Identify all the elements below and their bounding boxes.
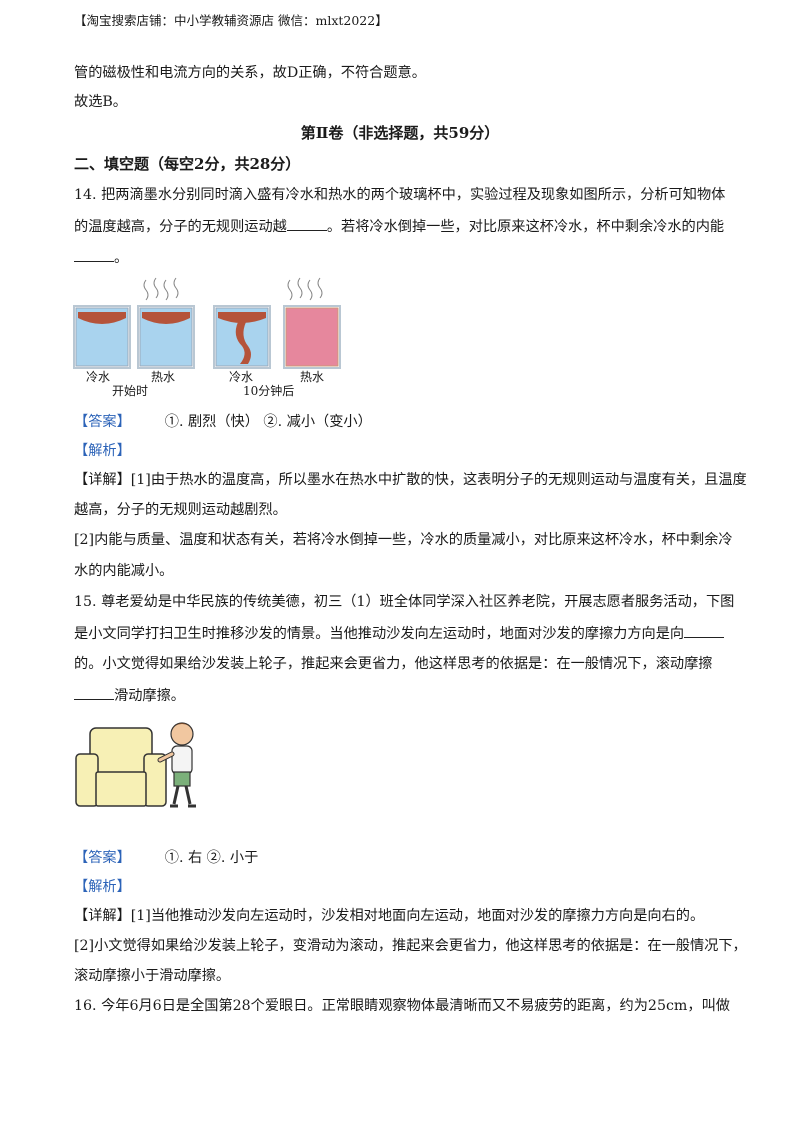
q14-answer: 【答案】 ①. 剧烈（快） ②. 减小（变小） <box>74 412 372 432</box>
caption-start: 开始时 <box>112 384 149 398</box>
answer-text: ①. 剧烈（快） ②. 减小（变小） <box>164 414 372 430</box>
answer-tag: 【答案】 <box>74 414 131 430</box>
section-title: 第Ⅱ卷（非选择题，共59分） <box>300 124 500 142</box>
q15-line-4-text: 滑动摩擦。 <box>114 688 185 704</box>
page-header: 【淘宝搜索店铺：中小学教辅资源店 微信：mlxt2022】 <box>74 13 388 28</box>
q15-line-2-text: 是小文同学打扫卫生时推移沙发的情景。当他推动沙发向左运动时，地面对沙发的摩擦力方… <box>74 626 685 642</box>
answer-text: ①. 右 ②. 小于 <box>164 850 259 866</box>
q15-detail-3: 滚动摩擦小于滑动摩擦。 <box>74 968 231 984</box>
q14-line-3: 。 <box>74 247 128 268</box>
carry-line-1: 管的磁极性和电流方向的关系，故D正确，不符合题意。 <box>74 65 426 81</box>
carry-line-2: 故选B。 <box>74 94 127 110</box>
q15-line-1: 15. 尊老爱幼是中华民族的传统美德，初三（1）班全体同学深入社区养老院，开展志… <box>74 594 735 610</box>
boy-icon <box>157 722 196 808</box>
caption-hot-start: 热水 <box>151 370 176 384</box>
caption-cold-start: 冷水 <box>86 370 111 384</box>
q14-line-2b: 。若将冷水倒掉一些，对比原来这杯冷水，杯中剩余冷水的内能 <box>326 219 725 235</box>
q16-line-1: 16. 今年6月6日是全国第28个爱眼日。正常眼睛观察物体最清晰而又不易疲劳的距… <box>74 998 730 1014</box>
ink-diffusion-figure <box>73 277 341 369</box>
part-title: 二、填空题（每空2分，共28分） <box>74 155 301 173</box>
sofa-icon <box>75 727 167 807</box>
q15-analysis-tag: 【解析】 <box>74 879 131 895</box>
caption-hot-after: 热水 <box>300 370 325 384</box>
steam-icon <box>287 277 323 301</box>
beaker-cold-after <box>213 305 271 369</box>
steam-icon <box>143 277 179 301</box>
answer-blank <box>74 247 114 262</box>
answer-tag: 【答案】 <box>74 850 131 866</box>
q14-line-2: 的温度越高，分子的无规则运动越 。若将冷水倒掉一些，对比原来这杯冷水，杯中剩余冷水… <box>74 216 724 237</box>
q14-line-2a: 的温度越高，分子的无规则运动越 <box>74 219 287 235</box>
sofa-push-figure <box>75 722 196 808</box>
q14-detail-2: 越高，分子的无规则运动越剧烈。 <box>74 502 287 518</box>
q14-line-1: 14. 把两滴墨水分别同时滴入盛有冷水和热水的两个玻璃杯中，实验过程及现象如图所… <box>74 187 726 203</box>
q15-answer: 【答案】 ①. 右 ②. 小于 <box>74 848 258 868</box>
beaker-hot-after <box>283 305 341 369</box>
q14-detail-3: [2]内能与质量、温度和状态有关，若将冷水倒掉一些，冷水的质量减小，对比原来这杯… <box>74 532 733 548</box>
q15-line-2: 是小文同学打扫卫生时推移沙发的情景。当他推动沙发向左运动时，地面对沙发的摩擦力方… <box>74 623 725 644</box>
caption-cold-after: 冷水 <box>229 370 254 384</box>
q15-line-3: 的。小文觉得如果给沙发装上轮子，推起来会更省力，他这样思考的依据是：在一般情况下… <box>74 656 713 672</box>
answer-blank <box>74 685 114 700</box>
q14-detail-1: 【详解】[1]由于热水的温度高，所以墨水在热水中扩散的快，这表明分子的无规则运动… <box>74 472 747 488</box>
beaker-cold-start <box>73 305 131 369</box>
q15-line-4: 滑动摩擦。 <box>74 685 185 706</box>
q14-line-3-end: 。 <box>114 250 129 266</box>
q15-detail-2: [2]小文觉得如果给沙发装上轮子，变滑动为滚动，推起来会更省力，他这样思考的依据… <box>74 938 747 954</box>
q14-analysis-tag: 【解析】 <box>74 443 131 459</box>
beaker-hot-start <box>137 305 195 369</box>
q14-detail-4: 水的内能减小。 <box>74 563 174 579</box>
q15-detail-1: 【详解】[1]当他推动沙发向左运动时，沙发相对地面向左运动，地面对沙发的摩擦力方… <box>74 908 705 924</box>
caption-after: 10分钟后 <box>243 384 295 398</box>
answer-blank <box>684 623 725 638</box>
answer-blank <box>286 216 327 231</box>
